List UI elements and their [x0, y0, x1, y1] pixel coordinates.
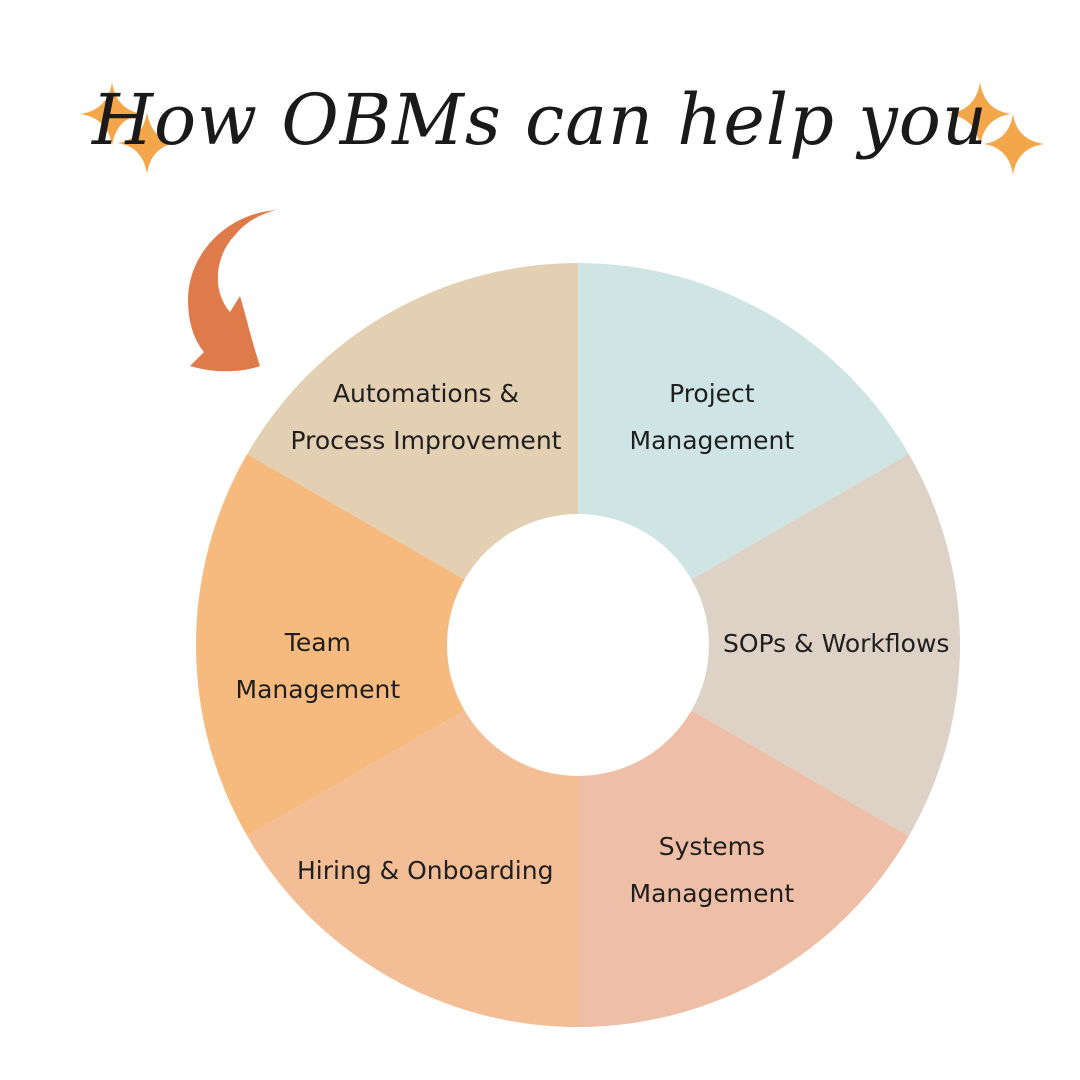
donut-segment — [578, 263, 909, 580]
segment-label-line: Team — [284, 628, 351, 657]
sparkle-icon — [80, 82, 143, 146]
sparkle-icon — [118, 112, 176, 174]
segment-label-line: Management — [629, 426, 795, 455]
donut-segment — [578, 710, 909, 1027]
donut-segment — [247, 710, 579, 1027]
segment-label-line: Automations & — [332, 379, 520, 408]
donut-segment — [691, 454, 960, 836]
segment-label-line: Management — [235, 675, 401, 704]
donut-segment — [247, 263, 579, 580]
segment-label-line: Project — [669, 379, 755, 408]
segment-label-line: Hiring & Onboarding — [297, 855, 554, 885]
segment-label: SOPs & Workflows — [723, 620, 949, 667]
curved-arrow-icon — [188, 210, 276, 372]
segment-label-line: Systems — [658, 832, 765, 861]
segment-label-line: Process Improvement — [290, 426, 562, 455]
segment-label-line: Management — [629, 879, 795, 908]
segment-label: Automations & Process Improvement — [291, 370, 562, 464]
segment-label-line: SOPs & Workflows — [723, 628, 950, 658]
sparkle-icon — [984, 114, 1044, 175]
donut-segment — [195, 454, 465, 836]
sparkle-icon — [948, 82, 1011, 146]
segment-label: Hiring & Onboarding — [297, 847, 553, 894]
page-title: How OBMs can help you — [91, 79, 989, 161]
